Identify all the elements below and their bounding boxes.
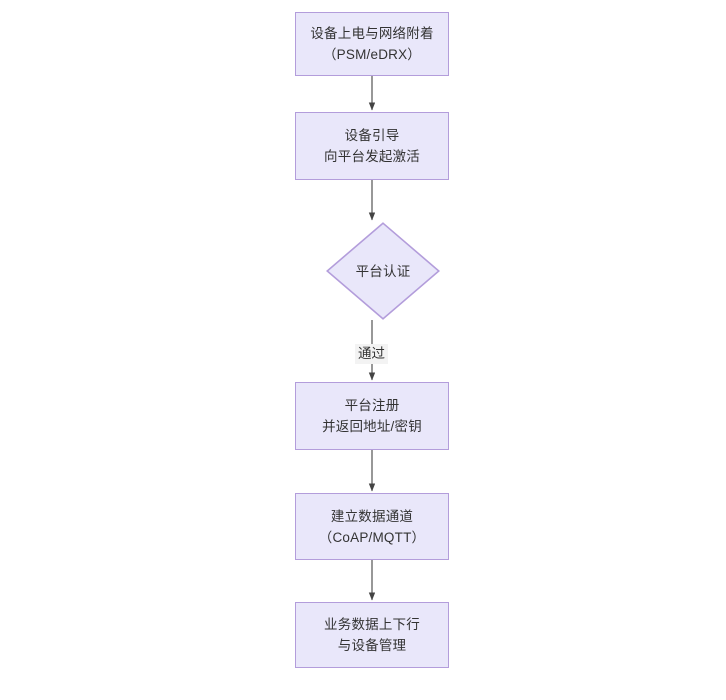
node-label-line1: 建立数据通道 (330, 508, 414, 524)
node-platform-registration[interactable]: 平台注册 并返回地址/密钥 (295, 382, 449, 450)
node-label-line1: 业务数据上下行 (324, 617, 420, 632)
node-label-line1: 设备引导 (344, 128, 400, 143)
node-label-line2: 向平台发起激活 (324, 149, 420, 164)
node-business-data-device-management[interactable]: 业务数据上下行 与设备管理 (295, 602, 449, 668)
node-device-bootstrap[interactable]: 设备引导 向平台发起激活 (295, 112, 449, 180)
node-label-line1: 平台认证 (355, 263, 411, 279)
node-platform-auth-decision[interactable]: 平台认证 (326, 222, 440, 320)
node-device-power-on[interactable]: 设备上电与网络附着 （PSM/eDRX） (295, 12, 449, 76)
node-label-line2: 与设备管理 (337, 638, 407, 653)
node-label-line2: 并返回地址/密钥 (322, 419, 422, 434)
diamond-shape-icon (326, 222, 440, 320)
node-label-line2: （CoAP/MQTT） (318, 529, 426, 545)
node-label-line1: 设备上电与网络附着 (310, 26, 434, 41)
edge-label-pass: 通过 (355, 344, 388, 364)
node-label-line1: 平台注册 (344, 398, 400, 413)
node-data-channel[interactable]: 建立数据通道 （CoAP/MQTT） (295, 493, 449, 560)
node-label-line2: （PSM/eDRX） (322, 47, 422, 62)
